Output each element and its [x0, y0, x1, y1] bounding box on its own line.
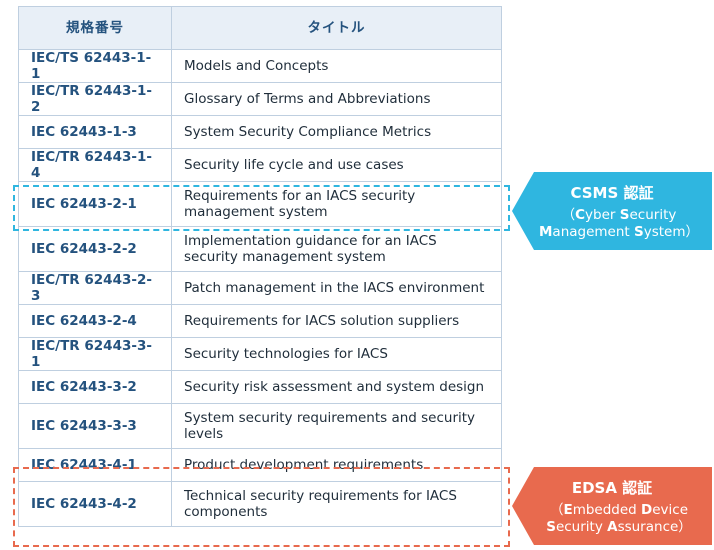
table-row: IEC 62443-4-1 Product development requir…	[18, 448, 502, 482]
word-rest: ecurity	[555, 519, 608, 535]
table-row: IEC 62443-2-2 Implementation guidance fo…	[18, 226, 502, 272]
standard-title: System Security Compliance Metrics	[171, 115, 502, 149]
initial-letter: S	[634, 224, 644, 240]
standard-title: Implementation guidance for an IACS secu…	[171, 226, 502, 272]
initial-letter: S	[619, 207, 630, 223]
table-row: IEC/TR 62443-3-1 Security technologies f…	[18, 337, 502, 371]
table-row: IEC/TR 62443-1-4 Security life cycle and…	[18, 148, 502, 182]
table-row: IEC/TS 62443-1-1 Models and Concepts	[18, 49, 502, 83]
standard-number: IEC 62443-4-1	[18, 448, 172, 482]
standard-number: IEC/TR 62443-1-4	[18, 148, 172, 182]
paren-close: ）	[685, 224, 700, 240]
paren-open: （	[549, 502, 564, 518]
csms-callout-title: CSMS 認証	[570, 184, 654, 202]
standard-title: Security technologies for IACS	[171, 337, 502, 371]
standard-number: IEC 62443-2-1	[18, 181, 172, 227]
word-rest: ssurance	[617, 519, 679, 535]
standard-title: Product development requirements	[171, 448, 502, 482]
standard-number: IEC/TR 62443-1-2	[18, 82, 172, 116]
table-row: IEC/TR 62443-1-2 Glossary of Terms and A…	[18, 82, 502, 116]
standard-title: Security life cycle and use cases	[171, 148, 502, 182]
table-row: IEC 62443-2-4 Requirements for IACS solu…	[18, 304, 502, 338]
word-rest: ecurity	[629, 207, 677, 223]
edsa-callout-shape	[512, 467, 712, 545]
standard-number: IEC 62443-1-3	[18, 115, 172, 149]
initial-letter: D	[641, 502, 653, 518]
paren-open: （	[561, 207, 576, 223]
standard-number: IEC 62443-2-2	[18, 226, 172, 272]
standard-number: IEC 62443-3-3	[18, 403, 172, 449]
edsa-callout-title: EDSA 認証	[571, 479, 653, 497]
standards-table: 規格番号 タイトル IEC/TS 62443-1-1 Models and Co…	[18, 6, 502, 527]
table-row: IEC 62443-2-1 Requirements for an IACS s…	[18, 181, 502, 227]
table-row: IEC/TR 62443-2-3 Patch management in the…	[18, 271, 502, 305]
initial-letter: A	[607, 519, 618, 535]
word-rest: yber	[585, 207, 620, 223]
csms-callout-description: （Cyber Security Management System）	[512, 207, 712, 241]
table-row: IEC 62443-4-2 Technical security require…	[18, 481, 502, 527]
word-rest: anagement	[552, 224, 634, 240]
standard-number: IEC/TS 62443-1-1	[18, 49, 172, 83]
standard-number: IEC 62443-2-4	[18, 304, 172, 338]
standard-title: Requirements for IACS solution suppliers	[171, 304, 502, 338]
edsa-certification-callout: EDSA 認証 （Embedded Device Security Assura…	[512, 467, 712, 545]
standard-number: IEC/TR 62443-2-3	[18, 271, 172, 305]
table-row: IEC 62443-3-3 System security requiremen…	[18, 403, 502, 449]
standard-title: System security requirements and securit…	[171, 403, 502, 449]
edsa-highlight-box	[13, 467, 510, 547]
standard-title: Models and Concepts	[171, 49, 502, 83]
table-row: IEC 62443-1-3 System Security Compliance…	[18, 115, 502, 149]
standard-title: Glossary of Terms and Abbreviations	[171, 82, 502, 116]
standard-title: Technical security requirements for IACS…	[171, 481, 502, 527]
standard-title: Security risk assessment and system desi…	[171, 370, 502, 404]
initial-letter: E	[563, 502, 573, 518]
standard-title: Requirements for an IACS security manage…	[171, 181, 502, 227]
table-header-row: 規格番号 タイトル	[18, 6, 502, 50]
paren-close: ）	[678, 519, 692, 535]
standard-number: IEC 62443-4-2	[18, 481, 172, 527]
standard-number: IEC/TR 62443-3-1	[18, 337, 172, 371]
standard-title: Patch management in the IACS environment	[171, 271, 502, 305]
initial-letter: C	[575, 207, 586, 223]
header-standard-number: 規格番号	[18, 6, 172, 50]
standard-number: IEC 62443-3-2	[18, 370, 172, 404]
word-rest: ystem	[643, 224, 686, 240]
word-rest: evice	[652, 502, 689, 518]
csms-highlight-box	[13, 185, 510, 231]
edsa-callout-description: （Embedded Device Security Assurance）	[512, 502, 712, 536]
word-rest: mbedded	[572, 502, 642, 518]
header-title: タイトル	[171, 6, 502, 50]
initial-letter: S	[546, 519, 556, 535]
csms-callout-shape	[512, 172, 712, 250]
csms-certification-callout: CSMS 認証 （Cyber Security Management Syste…	[512, 172, 712, 250]
initial-letter: M	[538, 224, 553, 240]
table-row: IEC 62443-3-2 Security risk assessment a…	[18, 370, 502, 404]
